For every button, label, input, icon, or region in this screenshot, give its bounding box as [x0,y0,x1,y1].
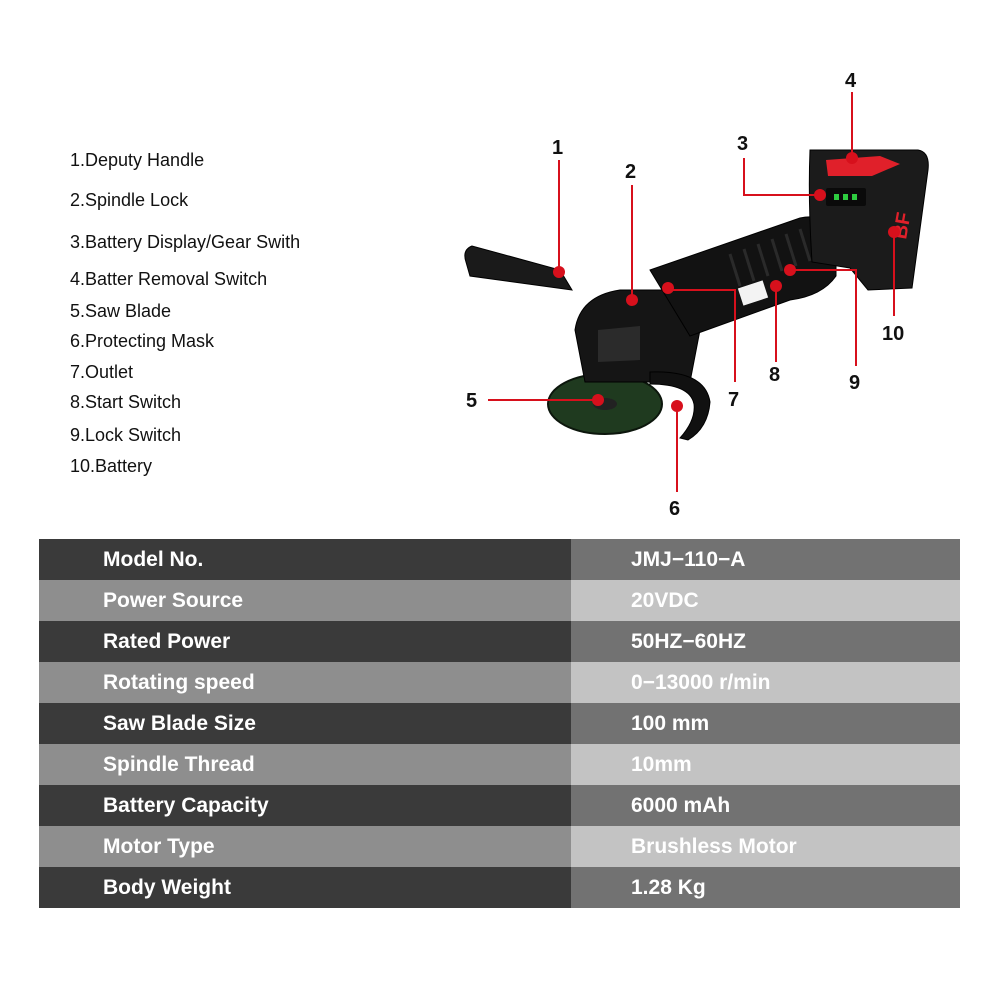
spec-value: JMJ−110−A [571,539,960,580]
spec-value: 6000 mAh [571,785,960,826]
spec-row: Model No. JMJ−110−A [39,539,960,580]
spec-label: Motor Type [39,826,571,867]
callout-number: 3 [737,133,748,155]
callout-number: 9 [849,372,860,394]
spec-label: Rotating speed [39,662,571,703]
part-item: 9.Lock Switch [70,425,182,445]
callout-number: 6 [669,498,680,520]
callout-number: 2 [625,161,636,183]
spec-value: 20VDC [571,580,960,621]
spec-value: 50HZ−60HZ [571,621,960,662]
spec-row: Saw Blade Size 100 mm [39,703,960,744]
spec-row: Body Weight 1.28 Kg [39,867,960,908]
part-item: 6.Protecting Mask [70,331,215,351]
part-item: 10.Battery [70,456,153,476]
spec-row: Power Source 20VDC [39,580,960,621]
spec-label: Power Source [39,580,571,621]
spec-label: Model No. [39,539,571,580]
spec-row: Rotating speed 0−13000 r/min [39,662,960,703]
protecting-mask [649,371,711,441]
part-item: 3.Battery Display/Gear Swith [70,232,301,252]
callout-number: 1 [552,137,563,159]
part-item: 7.Outlet [70,362,134,382]
spec-row: Motor Type Brushless Motor [39,826,960,867]
spec-value: 100 mm [571,703,960,744]
spec-row: Battery Capacity 6000 mAh [39,785,960,826]
spec-label: Body Weight [39,867,571,908]
angle-grinder-diagram: BF 1 2 3 4 5 6 7 8 9 10 [464,70,929,520]
spec-value: 1.28 Kg [571,867,960,908]
callout-number: 8 [769,364,780,386]
callout-number: 5 [466,390,477,412]
part-item: 1.Deputy Handle [70,150,205,170]
deputy-handle [464,245,573,291]
spec-table: Model No. JMJ−110−A Power Source 20VDC R… [39,539,960,908]
callout-number: 4 [845,70,857,92]
callout-dots [553,152,900,412]
spec-label: Saw Blade Size [39,703,571,744]
callout-number: 7 [728,389,739,411]
part-item: 8.Start Switch [70,392,182,412]
part-item: 2.Spindle Lock [70,190,189,210]
spec-label: Battery Capacity [39,785,571,826]
spec-row: Spindle Thread 10mm [39,744,960,785]
spec-value: Brushless Motor [571,826,960,867]
battery [808,149,929,291]
spec-label: Rated Power [39,621,571,662]
spec-value: 0−13000 r/min [571,662,960,703]
spec-label: Spindle Thread [39,744,571,785]
part-item: 4.Batter Removal Switch [70,269,268,289]
callout-number: 10 [882,323,904,345]
spec-row: Rated Power 50HZ−60HZ [39,621,960,662]
spec-value: 10mm [571,744,960,785]
part-item: 5.Saw Blade [70,301,172,321]
callout-lines [488,92,895,492]
